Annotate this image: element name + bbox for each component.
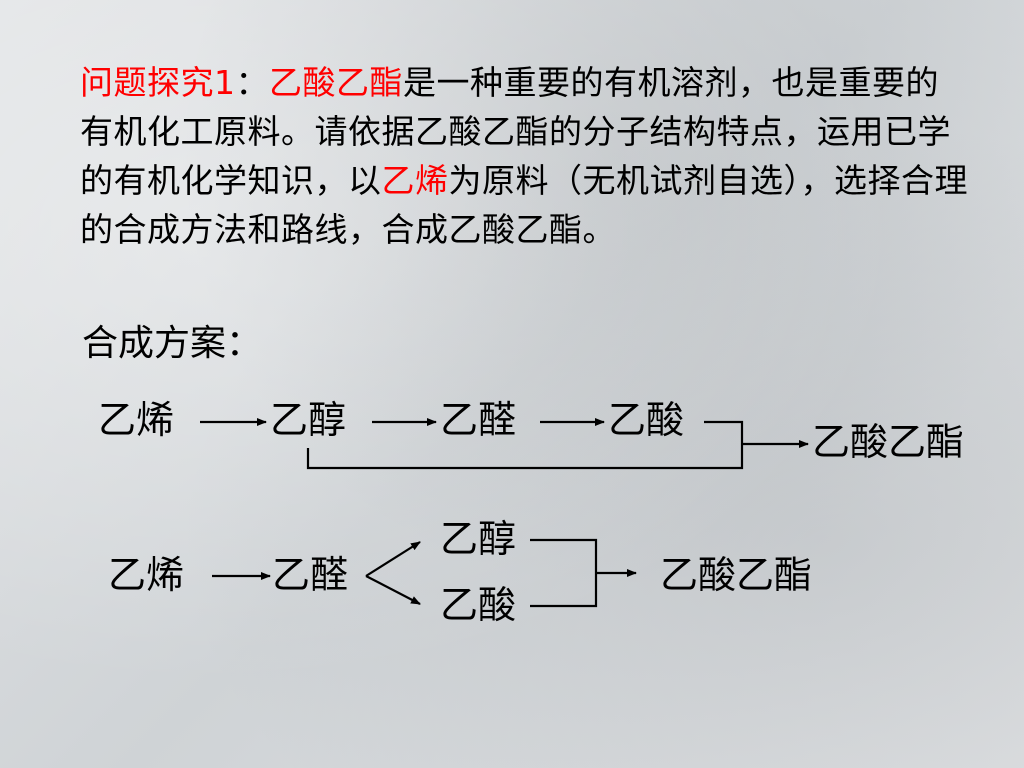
problem-text-1: 是一种重要的有机溶剂，也是重要的有机化工原料。请依据乙酸乙酯的分子结构特点，运用…	[80, 63, 951, 200]
route2-acetic-acid: 乙酸	[440, 583, 517, 627]
route2-ethanol: 乙醇	[440, 517, 517, 561]
split-r2-upper	[365, 541, 421, 577]
route2-product: 乙酸乙酯	[660, 553, 813, 597]
route1-product: 乙酸乙酯	[812, 420, 965, 464]
split-r2-lower	[365, 575, 421, 605]
plan-title: 合成方案：	[82, 323, 263, 364]
route1-acetaldehyde: 乙醛	[440, 398, 517, 442]
route1-ethanol: 乙醇	[270, 398, 347, 442]
bracket-r2	[530, 538, 598, 608]
problem-colon: ：	[235, 63, 269, 102]
bracket-r1	[306, 420, 744, 470]
route2-acetaldehyde: 乙醛	[272, 553, 349, 597]
route1-ethylene: 乙烯	[98, 398, 175, 442]
problem-text-2: 为原料（无机试剂自选），选择合理的合成方法和路线，合成乙酸乙酯。	[80, 161, 968, 249]
problem-label: 问题探究1	[80, 63, 236, 102]
target-compound: 乙酸乙酯	[269, 63, 403, 102]
route2-ethylene: 乙烯	[108, 553, 185, 597]
raw-material: 乙烯	[381, 161, 449, 200]
problem-statement: 问题探究1：乙酸乙酯是一种重要的有机溶剂，也是重要的有机化工原料。请依据乙酸乙酯…	[80, 58, 970, 254]
route1-acetic-acid: 乙酸	[608, 398, 685, 442]
